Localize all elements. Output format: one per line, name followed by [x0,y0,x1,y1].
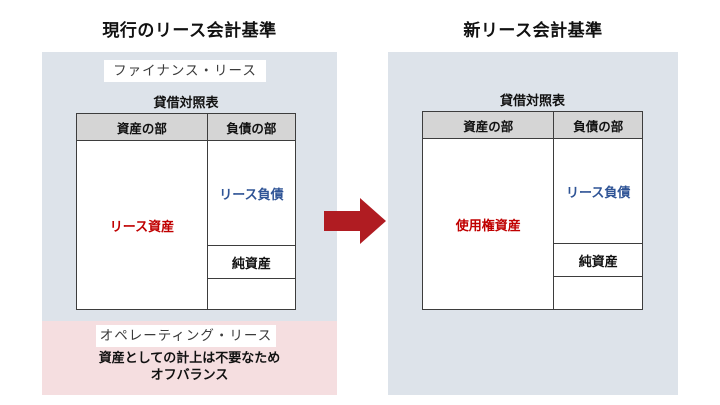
left-header-assets: 資産の部 [77,114,208,140]
right-assets-column: 使用権資産 [423,139,555,309]
right-liabilities-column: リース負債 純資産 [554,139,642,309]
off-balance-note-line-1: 資産としての計上は不要なため [98,351,281,366]
left-blank-cell [208,279,295,309]
right-panel-title: 新リース会計基準 [463,21,603,41]
left-net-assets-cell: 純資産 [207,246,295,279]
left-liabilities-column: リース負債 純資産 [207,141,295,309]
right-net-assets-cell: 純資産 [554,244,642,277]
right-net-assets-label: 純資産 [578,254,618,270]
right-lease-liability-cell: リース負債 [554,139,642,244]
right-balance-sheet-table: 資産の部 負債の部 使用権資産 リース負債 純資産 [422,111,643,310]
left-panel-title: 現行のリース会計基準 [102,21,277,41]
left-assets-column: リース資産 [77,141,208,309]
left-balance-sheet-table: 資産の部 負債の部 リース資産 リース負債 純資産 [76,113,296,310]
off-balance-note: 資産としての計上は不要なため オフバランス [42,350,337,384]
left-lease-liability-label: リース負債 [219,187,284,203]
right-blank-cell [554,277,642,309]
right-header-assets: 資産の部 [423,112,555,138]
operating-lease-tag: オペレーティング・リース [96,325,276,347]
right-header-liabilities: 負債の部 [573,118,624,134]
right-table-header-row: 資産の部 負債の部 [423,112,642,139]
right-arrow-icon [324,198,386,244]
left-balance-sheet-caption: 貸借対照表 [153,96,219,111]
left-header-liabilities: 負債の部 [226,120,277,136]
left-lease-liability-cell: リース負債 [207,141,295,246]
right-balance-sheet-caption: 貸借対照表 [499,94,565,109]
off-balance-note-line-2: オフバランス [150,368,229,383]
left-net-assets-label: 純資産 [231,256,271,272]
left-asset-item-label: リース資産 [109,219,175,235]
left-table-header-row: 資産の部 負債の部 [77,114,295,141]
finance-lease-tag: ファイナンス・リース [104,60,266,82]
right-table-body: 使用権資産 リース負債 純資産 [423,139,642,309]
right-asset-item-label: 使用権資産 [455,218,521,234]
right-lease-liability-label: リース負債 [566,185,631,201]
left-table-body: リース資産 リース負債 純資産 [77,141,295,309]
